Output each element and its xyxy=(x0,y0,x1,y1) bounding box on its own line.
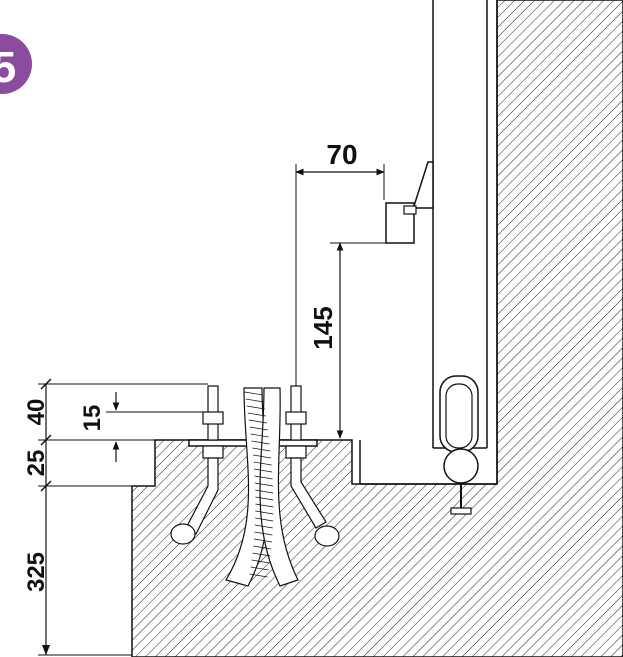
conduit-rib xyxy=(252,552,271,557)
conduit-rib xyxy=(255,489,274,494)
dimension-70: 70 xyxy=(295,139,385,386)
conduit-rib xyxy=(255,510,274,515)
rail-channel xyxy=(359,440,497,485)
conduit-rib xyxy=(254,531,273,536)
conduit-rib xyxy=(250,433,269,438)
anchor-bolt-left xyxy=(170,385,224,545)
step-badge: 5 xyxy=(0,34,32,94)
dimension-145: 145 xyxy=(308,242,386,439)
dimension-40-label: 40 xyxy=(23,399,50,426)
conduit-rib xyxy=(253,545,272,550)
dimension-70-label: 70 xyxy=(326,139,357,170)
conduit-rib xyxy=(255,496,274,501)
conduit-rib xyxy=(255,503,274,508)
dimension-15 xyxy=(106,392,203,462)
conduit-rib xyxy=(252,447,271,452)
conduit-rib xyxy=(249,573,268,578)
dimension-325-label: 325 xyxy=(23,552,50,592)
conduit-rib xyxy=(246,405,265,410)
gate-roller xyxy=(439,375,479,515)
conduit-rib xyxy=(255,517,274,522)
left-dimension-chain xyxy=(38,378,208,656)
conduit-rib xyxy=(251,440,270,445)
dimension-15-label: 15 xyxy=(79,405,106,432)
conduit-rib xyxy=(254,524,273,529)
conduit-rib xyxy=(252,454,272,459)
step-number: 5 xyxy=(0,43,16,92)
conduit-rib xyxy=(254,475,273,480)
dimension-145-label: 145 xyxy=(308,306,338,349)
conduit-rib xyxy=(254,482,274,487)
cable-conduits xyxy=(225,387,299,587)
conduit-rib xyxy=(245,398,264,403)
step-badge-circle xyxy=(0,34,32,94)
conduit-rib xyxy=(244,391,263,396)
conduit-rib xyxy=(251,559,270,564)
conduit-rib xyxy=(250,566,269,571)
wall xyxy=(131,0,623,657)
conduit-ribs xyxy=(244,391,274,578)
conduit-rib xyxy=(253,538,272,543)
conduit-rib xyxy=(247,412,266,417)
conduit-rib xyxy=(254,468,273,473)
anchor-bolt-right xyxy=(285,385,340,547)
conduit-rib xyxy=(253,461,272,466)
conduit-rib xyxy=(248,419,267,424)
conduit-rib xyxy=(249,426,268,431)
dimension-25-label: 25 xyxy=(23,450,50,477)
rack-bracket xyxy=(385,161,434,244)
